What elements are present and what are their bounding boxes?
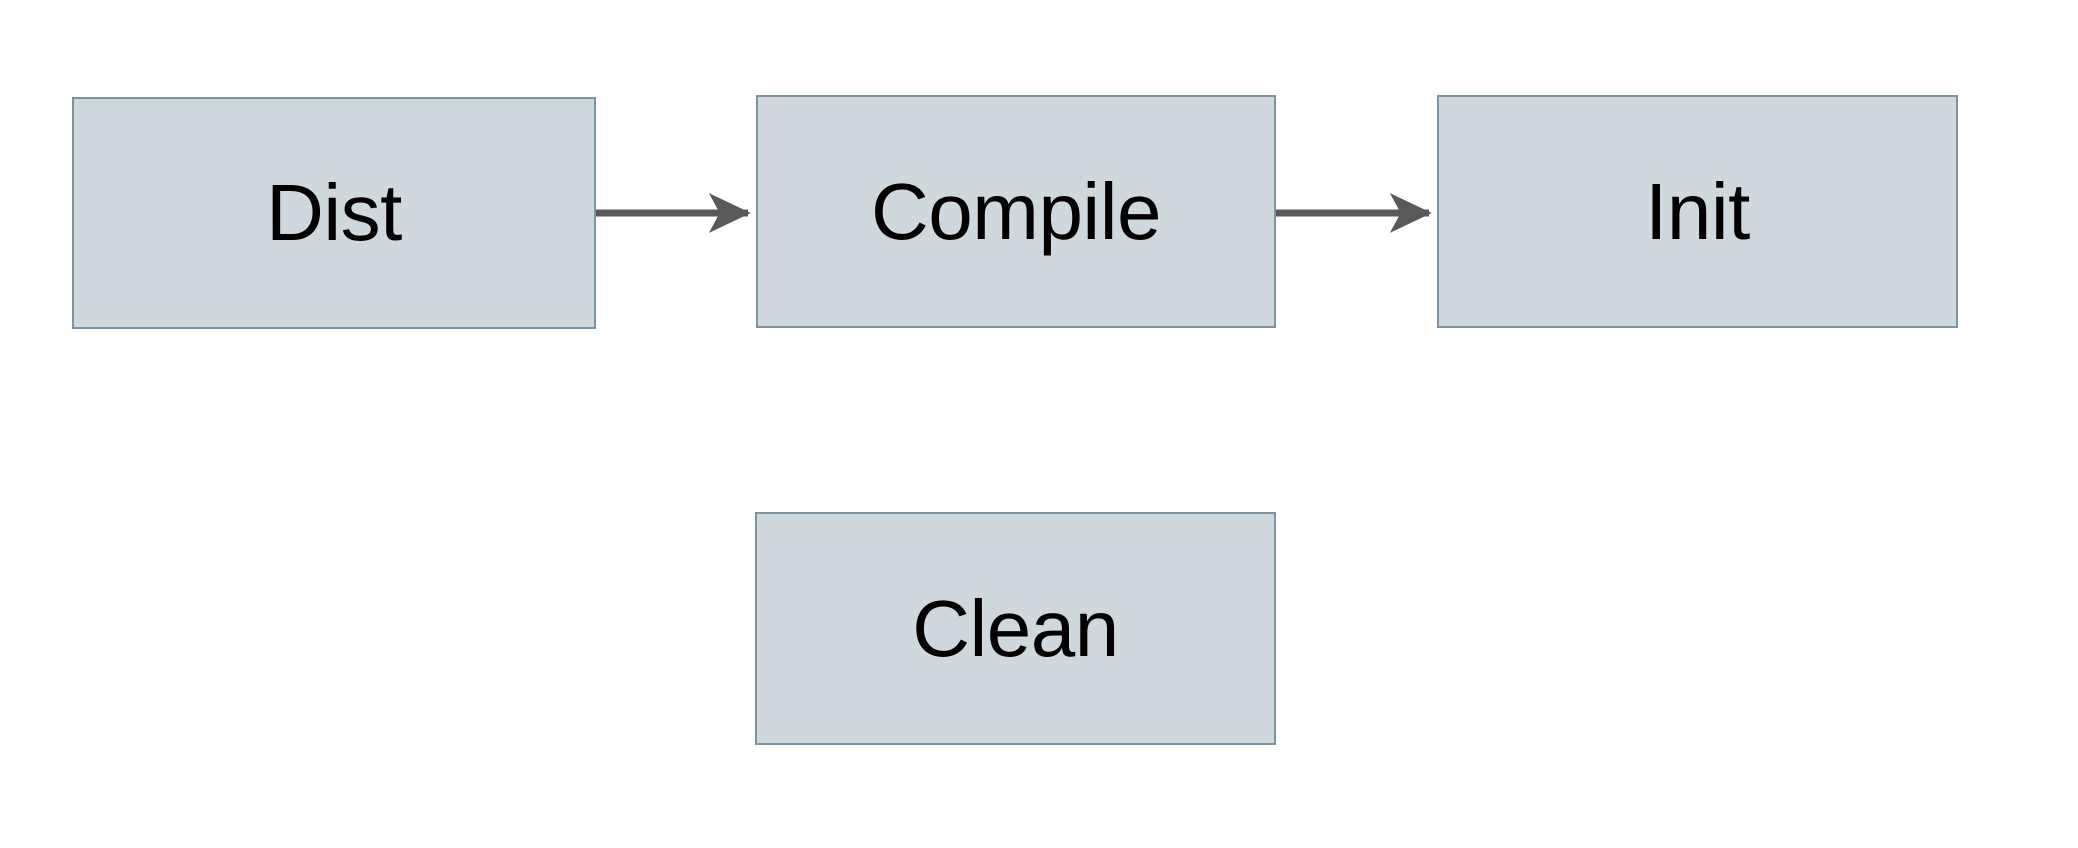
node-compile-label: Compile	[871, 166, 1161, 256]
node-init[interactable]: Init	[1437, 95, 1958, 328]
node-clean[interactable]: Clean	[755, 512, 1276, 745]
node-dist-label: Dist	[266, 168, 402, 257]
node-dist[interactable]: Dist	[72, 97, 596, 329]
node-compile[interactable]: Compile	[756, 95, 1276, 328]
node-clean-label: Clean	[912, 583, 1119, 673]
node-init-label: Init	[1645, 166, 1750, 256]
